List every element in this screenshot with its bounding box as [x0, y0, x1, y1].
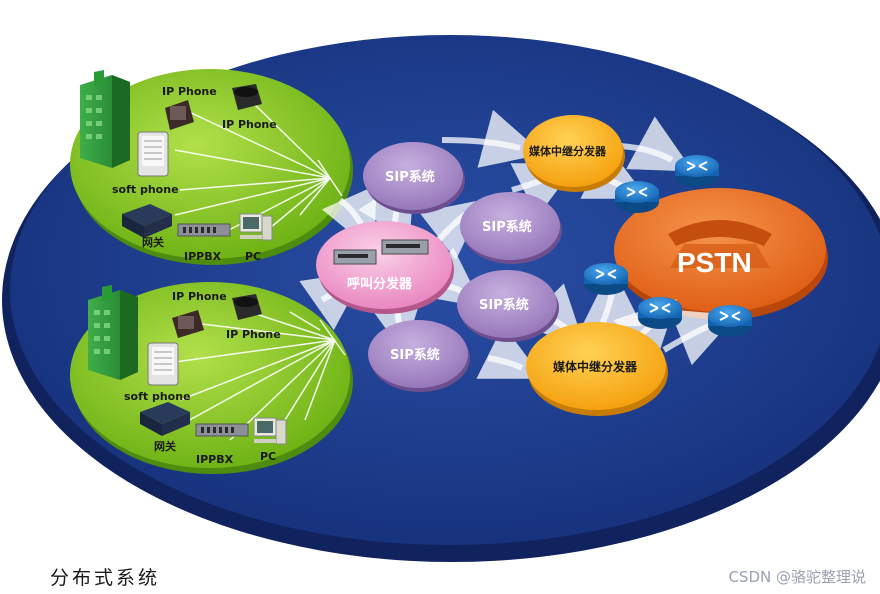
ip-phone-icon [232, 294, 262, 320]
router-icon [584, 263, 628, 295]
gateway-label: 网关 [142, 235, 164, 249]
ip-phone-label: IP Phone [222, 118, 277, 131]
sip-system: SIP系统 [457, 270, 559, 342]
pc-icon [253, 417, 287, 445]
sip-label: SIP系统 [479, 297, 529, 313]
pc-label: PC [260, 450, 276, 463]
ip-phone-icon [232, 84, 262, 110]
call-distributor-label: 呼叫分发器 [347, 276, 413, 292]
gateway-label: 网关 [154, 439, 176, 453]
ippbx-label: IPPBX [184, 250, 222, 263]
ip-phone-label: IP Phone [226, 328, 281, 341]
router-icon [615, 181, 659, 213]
building-icon [80, 70, 130, 168]
building-icon [88, 285, 138, 380]
sip-label: SIP系统 [385, 169, 435, 185]
sip-label: SIP系统 [390, 347, 440, 363]
diagram-caption: 分布式系统 [50, 567, 161, 589]
media-relay-label: 媒体中继分发器 [528, 144, 607, 158]
ippbx-label: IPPBX [196, 453, 234, 466]
ip-phone-label: IP Phone [172, 290, 227, 303]
ippbx-icon [177, 223, 231, 237]
media-relay-distributor: 媒体中继分发器 [526, 322, 668, 416]
router-icon [638, 297, 682, 329]
media-relay-distributor: 媒体中继分发器 [523, 115, 625, 192]
ip-phone-icon [172, 310, 204, 338]
pc-label: PC [245, 250, 261, 263]
watermark: CSDN @骆驼整理说 [728, 568, 866, 586]
ip-phone-icon [165, 100, 194, 130]
media-relay-label: 媒体中继分发器 [553, 359, 638, 374]
enterprise-site-bottom: IP Phone IP Phone soft phone 网关 IPPBX PC [70, 282, 353, 474]
gateway-icon [140, 402, 190, 436]
sip-system: SIP系统 [363, 142, 465, 214]
sip-system: SIP系统 [368, 320, 470, 392]
soft-phone-icon [147, 342, 179, 386]
server-rack-icon [333, 239, 429, 265]
soft-phone-icon [137, 131, 169, 177]
router-icon [675, 155, 719, 187]
soft-phone-label: soft phone [112, 183, 179, 196]
telephone-icon [668, 220, 772, 268]
ip-phone-label: IP Phone [162, 85, 217, 98]
sip-system: SIP系统 [460, 192, 562, 264]
ippbx-icon [195, 423, 249, 437]
call-distributor: 呼叫分发器 [316, 221, 454, 314]
sip-label: SIP系统 [482, 219, 532, 235]
enterprise-site-top: IP Phone IP Phone soft phone 网关 IPPBX PC [70, 69, 353, 265]
soft-phone-label: soft phone [124, 390, 191, 403]
pc-icon [239, 213, 273, 241]
pstn-label: PSTN [677, 247, 752, 278]
gateway-icon [122, 204, 172, 238]
router-icon [708, 305, 752, 337]
pstn-network: PSTN [614, 188, 828, 320]
